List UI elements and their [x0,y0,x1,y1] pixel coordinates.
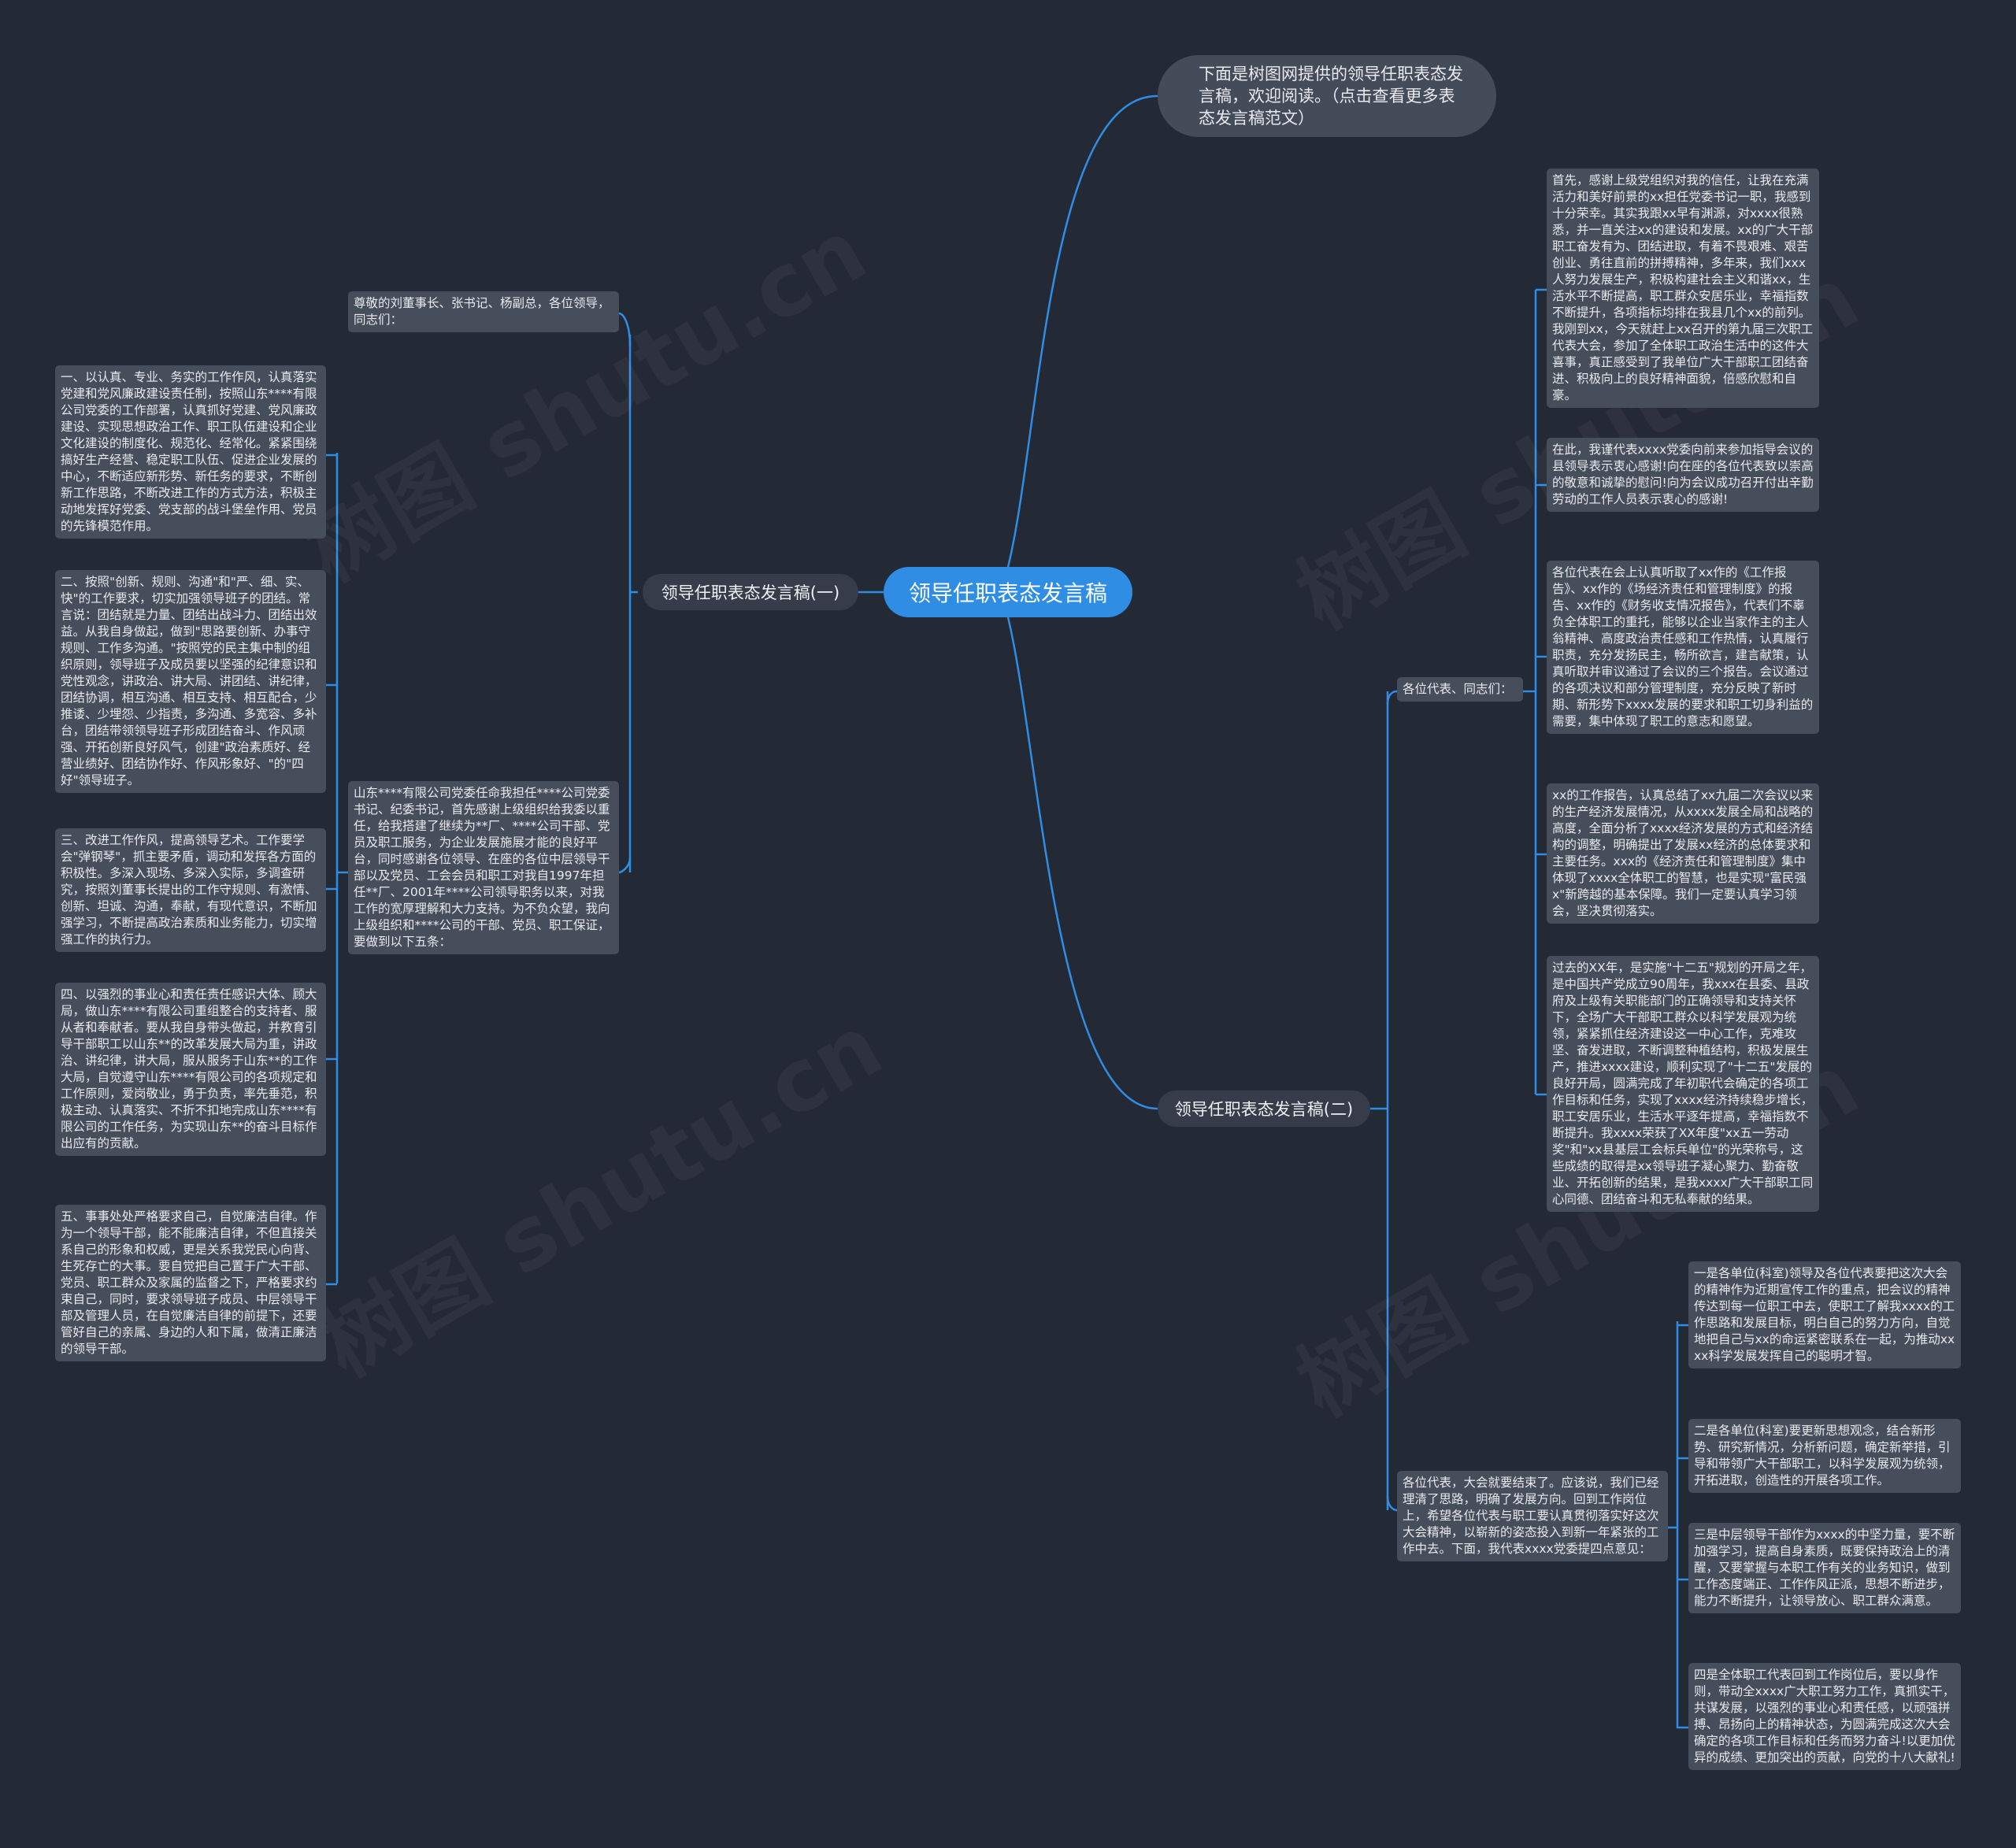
branch2-opinion-3[interactable]: 三是中层领导干部作为xxxx的中坚力量，要不断加强学习，提高自身素质，既要保持政… [1688,1523,1961,1613]
branch1-point-2[interactable]: 二、按照"创新、规则、沟通"和"严、细、实、快"的工作要求，切实加强领导班子的团… [55,570,326,793]
connector-branch1-trunk [628,335,638,872]
branch2-para-5[interactable]: 过去的XX年，是实施"十二五"规划的开局之年，是中国共产党成立90周年，我xxx… [1547,956,1819,1212]
branch1-greeting[interactable]: 尊敬的刘董事长、张书记、杨副总，各位领导，同志们： [348,291,619,332]
branch1-point-3[interactable]: 三、改进工作作风，提高领导艺术。工作要学会"弹钢琴"，抓主要矛盾，调动和发挥各方… [55,828,326,952]
branch2-para-1[interactable]: 首先，感谢上级党组织对我的信任，让我在充满活力和美好前景的xx担任党委书记一职，… [1547,169,1819,408]
branch2-opinion-1[interactable]: 一是各单位(科室)领导及各位代表要把这次大会的精神作为近期宣传工作的重点，把会议… [1688,1261,1961,1368]
branch2-para-2[interactable]: 在此，我谨代表xxxx党委向前来参加指导会议的县领导表示衷心感谢!向在座的各位代… [1547,438,1819,512]
branch1-point-5[interactable]: 五、事事处处严格要求自己，自觉廉洁自律。作为一个领导干部，能不能廉洁自律，不但直… [55,1205,326,1361]
connector-root-intro [1006,94,1158,568]
branch-2[interactable]: 领导任职表态发言稿(二) [1158,1091,1370,1127]
branch2-opinion-2[interactable]: 二是各单位(科室)要更新思想观念，结合新形势、研究新情况，分析新问题，确定新举措… [1688,1419,1961,1493]
connector-branch2-greeting [1386,690,1398,705]
connector-branch2-closing [1386,1495,1398,1512]
connector-branch1-greeting [618,312,632,347]
branch2-para-3[interactable]: 各位代表在会上认真听取了xx作的《工作报告》、xx作的《场经济责任和管理制度》的… [1547,561,1819,734]
intro-node[interactable]: 下面是树图网提供的领导任职表态发言稿，欢迎阅读。（点击查看更多表态发言稿范文） [1158,55,1496,137]
branch2-greeting[interactable]: 各位代表、同志们： [1397,677,1523,702]
branch2-opinion-4[interactable]: 四是全体职工代表回到工作岗位后，要以身作则，带动全xxxx广大职工努力工作，真抓… [1688,1663,1961,1770]
branch1-point-4[interactable]: 四、以强烈的事业心和责任责任感识大体、顾大局，做山东****有限公司重组整合的支… [55,983,326,1156]
branch2-closing[interactable]: 各位代表，大会就要结束了。应该说，我们已经理清了思路，明确了发展方向。回到工作岗… [1397,1471,1668,1561]
branch2-para-4[interactable]: xx的工作报告，认真总结了xx九届二次会议以来的生产经济发展情况，从xxxx发展… [1547,783,1819,924]
branch-1[interactable]: 领导任职表态发言稿(一) [643,574,858,610]
connector-branch1-intro [618,857,632,874]
connector-root-branch2 [1006,617,1158,1110]
branch1-intro[interactable]: 山东****有限公司党委任命我担任****公司党委书记、纪委书记，首先感谢上级组… [348,781,619,954]
branch1-point-1[interactable]: 一、以认真、专业、务实的工作作风，认真落实党建和党风廉政建设责任制，按照山东**… [55,365,326,539]
connector-branch2-trunk [1370,691,1389,1510]
root-topic[interactable]: 领导任职表态发言稿 [884,567,1132,617]
